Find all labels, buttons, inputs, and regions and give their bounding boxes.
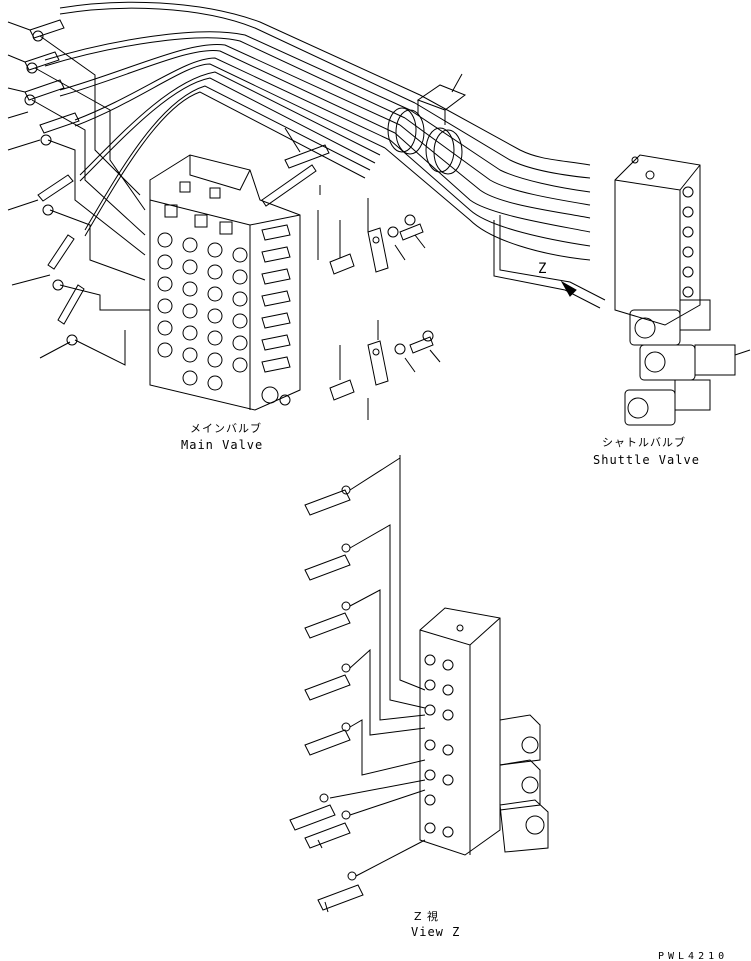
main-valve-label-en: Main Valve xyxy=(181,438,264,452)
left-fittings xyxy=(7,19,150,366)
shuttle-valve xyxy=(560,154,751,426)
drawing-code: PWL4210 xyxy=(658,951,729,961)
view-z-assembly xyxy=(289,455,549,913)
view-z-solenoids xyxy=(499,714,549,853)
valve-right-fittings xyxy=(261,224,291,406)
shuttle-valve-label-jp: シャトルバルブ xyxy=(602,436,686,449)
valve-spool-rows xyxy=(157,232,248,391)
view-z-block-ports xyxy=(424,654,454,838)
view-z-label-jp: Z 視 xyxy=(414,910,440,923)
small-parts xyxy=(317,185,441,420)
pipe-bundle xyxy=(44,1,606,309)
view-z-label-en: View Z xyxy=(411,925,461,939)
main-valve xyxy=(149,127,330,411)
main-valve-label-jp: メインバルブ xyxy=(190,422,262,435)
shuttle-valve-ports xyxy=(682,186,694,298)
view-z-pipes xyxy=(329,455,426,877)
pipe-clamp xyxy=(387,73,467,175)
z-direction-marker: Z xyxy=(538,261,548,277)
shuttle-valve-solenoids xyxy=(624,299,751,426)
view-z-fittings xyxy=(289,485,364,911)
shuttle-valve-label-en: Shuttle Valve xyxy=(593,453,700,467)
